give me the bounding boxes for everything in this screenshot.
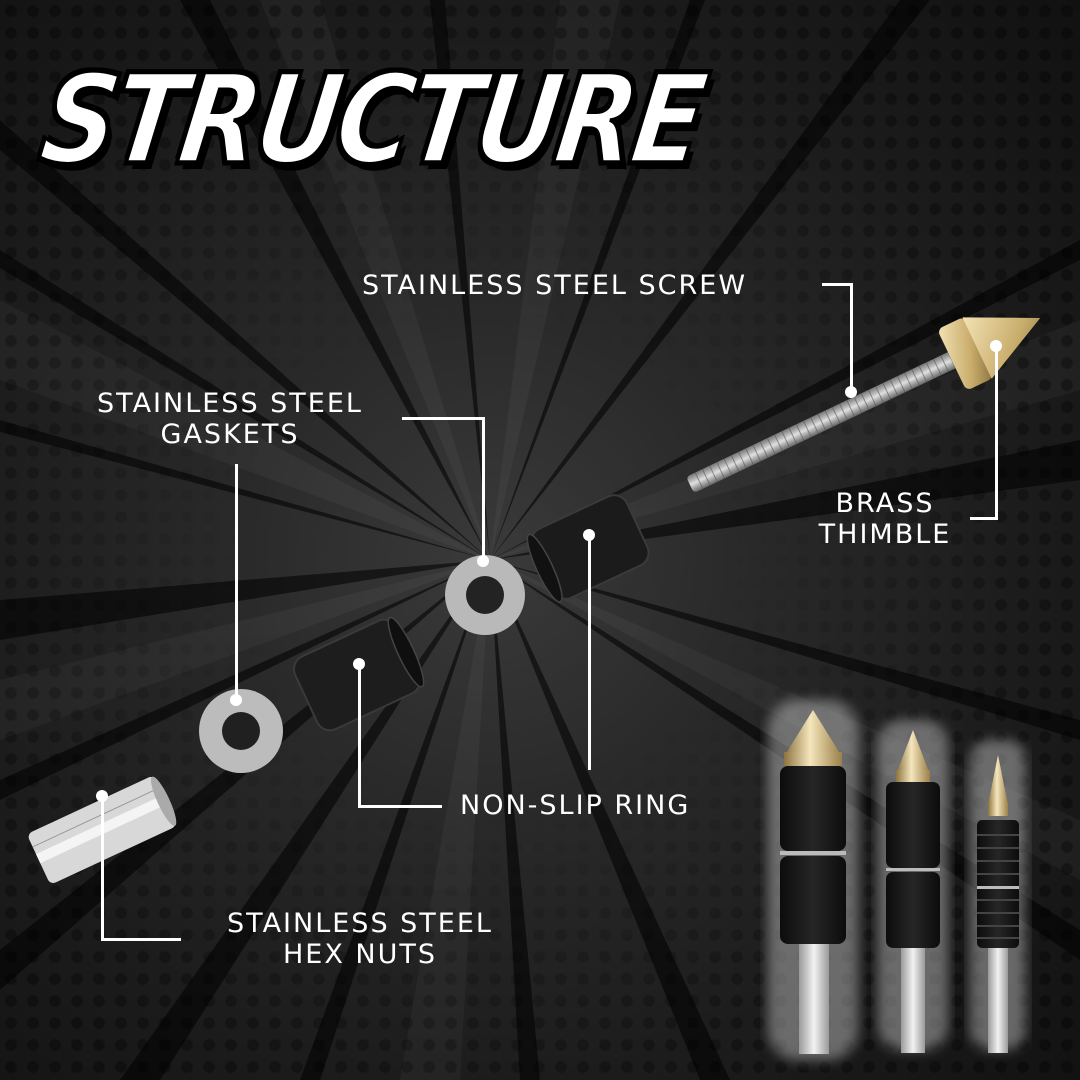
callout-dot-gasket-upper [477, 555, 489, 567]
callout-dot-ring-lower [353, 658, 365, 670]
product-small [977, 755, 1019, 1053]
label-stainless-steel-gaskets: STAINLESS STEEL GASKETS [97, 388, 363, 450]
callout-dot-thimble [990, 340, 1002, 352]
callout-line-screw-v [850, 283, 853, 393]
page-title: STRUCTURE [32, 46, 713, 193]
assembled-products-group [768, 700, 1026, 1060]
callout-dot-hexnut [96, 790, 108, 802]
callout-line-ring-lower-h [358, 805, 442, 808]
callout-line-thimble-v [995, 348, 998, 520]
callout-line-gasket-lower-v [235, 464, 238, 700]
gasket-upper [445, 555, 525, 635]
callout-line-screw-h [822, 283, 852, 286]
callout-line-gasket-upper-h [402, 417, 484, 420]
callout-line-ring-upper-v [588, 535, 591, 770]
callout-dot-screw [845, 386, 857, 398]
callout-line-hexnut-h [101, 938, 181, 941]
callout-dot-gasket-lower [230, 694, 242, 706]
product-large [780, 710, 846, 1054]
label-stainless-steel-hex-nuts: STAINLESS STEEL HEX NUTS [227, 908, 493, 970]
label-non-slip-ring: NON-SLIP RING [460, 790, 691, 821]
gasket-lower [199, 689, 283, 773]
non-slip-ring-lower [292, 616, 425, 732]
callout-line-hexnut-v [101, 797, 104, 941]
callout-dot-ring-upper [583, 529, 595, 541]
screw-and-thimble-illustration [687, 317, 1041, 492]
callout-line-ring-lower-v [358, 665, 361, 808]
product-medium [886, 730, 940, 1053]
label-stainless-steel-screw: STAINLESS STEEL SCREW [362, 270, 748, 301]
callout-line-gasket-upper-v [482, 417, 485, 563]
callout-line-thimble-h [970, 517, 998, 520]
label-brass-thimble: BRASS THIMBLE [818, 488, 952, 550]
